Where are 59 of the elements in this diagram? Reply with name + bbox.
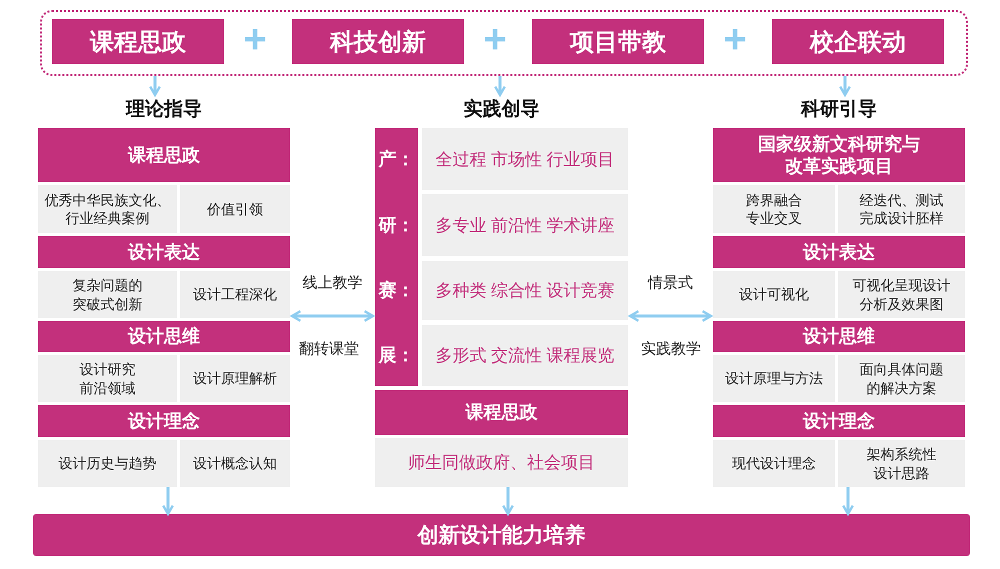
section-header: 设计理念 <box>38 405 290 437</box>
content-cell: 架构系统性设计思路 <box>838 440 965 487</box>
content-cell: 设计可视化 <box>713 271 835 318</box>
side-bar <box>375 128 418 386</box>
content-cell: 现代设计理念 <box>713 440 835 487</box>
content-cell: 设计原理与方法 <box>713 355 835 402</box>
content-cell: 设计历史与趋势 <box>38 440 177 487</box>
tag-box: 校企联动 <box>772 19 944 64</box>
column-heading: 科研引导 <box>800 98 878 122</box>
content-cell: 复杂问题的突破式创新 <box>38 271 177 318</box>
side-note: 实践教学 <box>641 340 701 358</box>
column-heading: 理论指导 <box>124 98 203 122</box>
row-label: 展： <box>377 344 416 367</box>
plus-sign: + <box>483 18 507 62</box>
section-header: 设计理念 <box>713 405 965 437</box>
section-header: 设计表达 <box>713 236 965 268</box>
arrow <box>839 76 851 96</box>
section-header: 设计表达 <box>38 236 290 268</box>
content-cell: 可视化呈现设计分析及效果图 <box>838 271 965 318</box>
content-cell: 设计研究前沿领域 <box>38 355 177 402</box>
content-cell: 多专业 前沿性 学术讲座 <box>422 194 628 256</box>
tag-box: 课程思政 <box>52 19 224 64</box>
section-header: 国家级新文科研究与改革实践项目 <box>713 128 965 182</box>
edge-label: 线上教学 <box>300 274 364 292</box>
tag-box: 项目带教 <box>532 19 704 64</box>
side-note: 翻转课堂 <box>299 340 359 358</box>
content-cell: 师生同做政府、社会项目 <box>375 438 628 487</box>
content-cell: 设计工程深化 <box>180 271 290 318</box>
dashed-frame <box>40 10 968 76</box>
content-cell: 优秀中华民族文化、行业经典案例 <box>38 185 177 233</box>
edge-label: 情景式 <box>646 274 695 292</box>
section-header: 设计思维 <box>38 321 290 352</box>
content-cell: 多形式 交流性 课程展览 <box>422 325 628 386</box>
content-cell: 价值引领 <box>180 185 290 233</box>
content-cell: 设计原理解析 <box>180 355 290 402</box>
content-cell: 多种类 综合性 设计竞赛 <box>422 261 628 320</box>
section-header: 设计思维 <box>713 321 965 352</box>
plus-sign: + <box>723 18 747 62</box>
plus-sign: + <box>243 18 267 62</box>
arrow <box>502 487 514 516</box>
result-bar: 创新设计能力培养 <box>33 514 970 556</box>
row-label: 产： <box>378 148 416 171</box>
row-label: 赛： <box>378 279 416 302</box>
content-cell: 面向具体问题的解决方案 <box>838 355 965 402</box>
row-label: 研： <box>377 214 416 237</box>
double-arrow <box>290 310 374 322</box>
arrow <box>162 487 174 516</box>
double-arrow <box>628 310 712 322</box>
arrow <box>149 76 161 96</box>
content-cell: 全过程 市场性 行业项目 <box>422 128 628 190</box>
section-header: 课程思政 <box>38 128 290 182</box>
arrow <box>494 76 506 96</box>
content-cell: 经迭代、测试完成设计胚样 <box>838 185 965 233</box>
tag-box: 科技创新 <box>292 19 464 64</box>
content-cell: 跨界融合专业交叉 <box>713 185 835 233</box>
section-header: 课程思政 <box>375 390 628 435</box>
arrow <box>842 487 854 516</box>
column-heading: 实践创导 <box>462 98 540 122</box>
content-cell: 设计概念认知 <box>180 440 290 487</box>
